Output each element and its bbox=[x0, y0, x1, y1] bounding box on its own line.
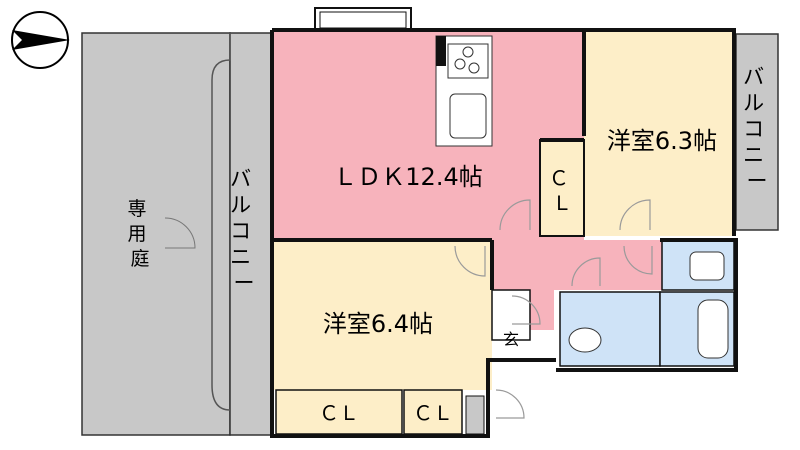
north-arrow-icon bbox=[11, 11, 70, 69]
closet-2-label: ＣＬ bbox=[413, 401, 453, 425]
washroom bbox=[559, 291, 661, 367]
western-room-2 bbox=[272, 240, 492, 390]
entrance-label: 玄 bbox=[503, 330, 519, 349]
western-room-1-label: 洋室6.3帖 bbox=[607, 127, 717, 155]
ldk-label: ＬＤＫ12.4帖 bbox=[333, 163, 482, 191]
door-swings bbox=[454, 199, 653, 419]
private-garden bbox=[81, 32, 231, 436]
walls bbox=[270, 28, 738, 438]
ldk-area bbox=[272, 28, 584, 240]
balcony-right-label: バ ル コ ニ ー bbox=[743, 65, 771, 193]
western-room-1 bbox=[584, 28, 734, 236]
private-garden-label: 専 用 庭 bbox=[127, 198, 152, 270]
closet-1-label: ＣＬ bbox=[319, 401, 359, 425]
hallway bbox=[492, 240, 662, 290]
balcony-left bbox=[229, 32, 273, 436]
balcony-left-label: バ ル コ ニ ー bbox=[230, 167, 258, 295]
closet-1-area bbox=[275, 389, 403, 435]
closet-main bbox=[539, 139, 585, 237]
western-room-2-label: 洋室6.4帖 bbox=[323, 310, 433, 338]
kitchen-counter bbox=[435, 35, 493, 147]
closet-main-label: Ｃ Ｌ bbox=[549, 166, 575, 215]
